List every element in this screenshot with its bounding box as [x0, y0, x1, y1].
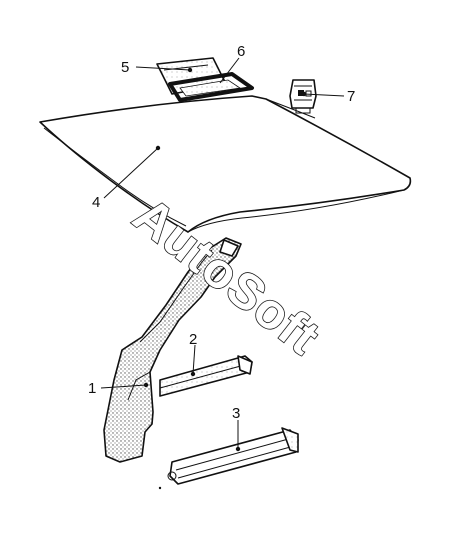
- callout-4: 4: [92, 194, 100, 211]
- leader-lines: [100, 57, 345, 452]
- leader-4: [103, 147, 159, 199]
- leader-6: [219, 57, 240, 84]
- callout-6: 6: [237, 43, 245, 60]
- seal-strip-part: [168, 72, 254, 102]
- callout-1: 1: [88, 380, 96, 397]
- leader-5-dot: [187, 67, 193, 73]
- leader-3-dot: [235, 446, 241, 452]
- callout-5: 5: [121, 59, 129, 76]
- sill-trim-lower-part: [158, 427, 299, 490]
- leader-4-dot: [155, 145, 161, 151]
- sill-trim-upper-part: [159, 355, 253, 397]
- callout-labels: 1 2 3 4 5 6 7: [88, 43, 355, 422]
- callout-7: 7: [347, 88, 355, 105]
- leader-7-dot: [301, 91, 307, 97]
- leader-7: [303, 93, 345, 97]
- leader-1: [100, 384, 147, 389]
- leader-5: [135, 66, 191, 71]
- leader-2-dot: [190, 371, 196, 377]
- leader-2: [192, 344, 196, 375]
- retaining-clip-part: [289, 79, 317, 114]
- callout-3: 3: [232, 405, 240, 422]
- pillar-trim-part: [103, 237, 242, 463]
- callout-2: 2: [189, 331, 197, 348]
- headliner-panel-part: [39, 95, 412, 233]
- leader-1-dot: [143, 382, 149, 388]
